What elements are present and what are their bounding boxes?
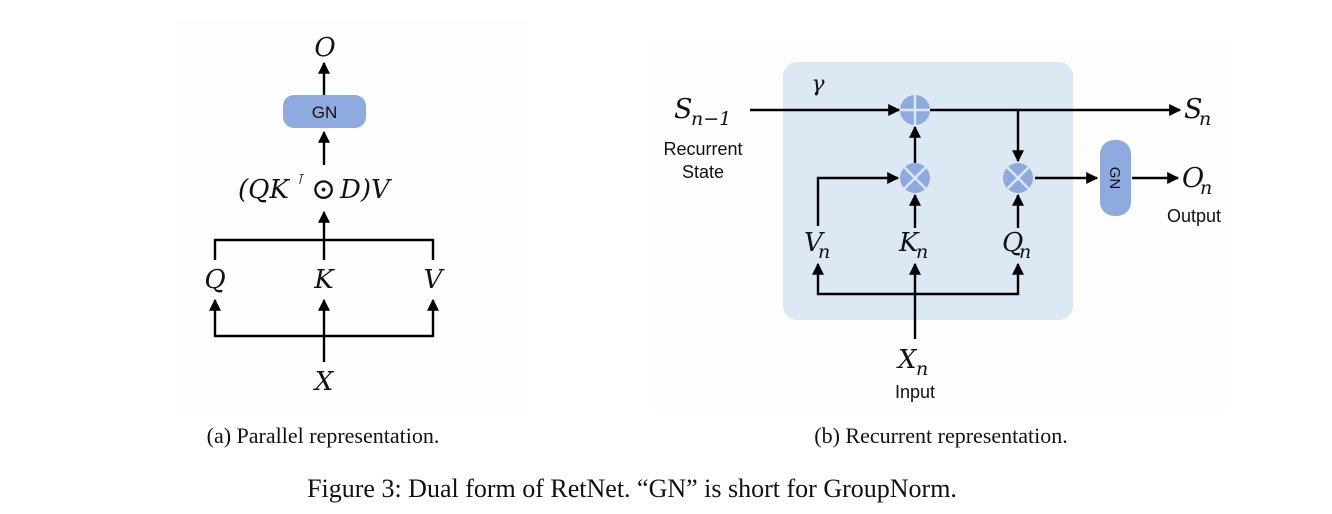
kn-label: K n (898, 228, 928, 263)
svg-text:n: n (1200, 177, 1212, 199)
recurrent-label: Recurrent (663, 139, 742, 159)
times-b (903, 166, 927, 190)
xn-split-bracket (812, 262, 1024, 296)
svg-text:V: V (804, 228, 825, 258)
add-node (900, 95, 930, 125)
groupnorm-label-recurrent: GN (1106, 167, 1123, 190)
panel-a-background (180, 20, 525, 410)
gamma-decay-label: γ (811, 72, 825, 97)
svg-text:X: X (896, 345, 918, 375)
svg-text:O: O (1182, 163, 1204, 194)
v-label: V (424, 265, 445, 295)
svg-text:n: n (916, 241, 928, 263)
q-label: Q (204, 265, 225, 295)
caption-a: (a) Parallel representation. (207, 423, 440, 448)
svg-text:Q: Q (1002, 228, 1023, 258)
formula-left: (QK (238, 175, 290, 205)
x-label: X (313, 367, 335, 397)
svg-text:n: n (1019, 241, 1031, 263)
next-state-label: S n (1184, 94, 1211, 130)
caption-b: (b) Recurrent representation. (814, 423, 1068, 448)
multiply-node-kv (900, 163, 930, 193)
panel-b-recurrent: S n−1 Recurrent State γ S n (655, 40, 1225, 410)
formula-hadamard: ⊙ (311, 172, 336, 207)
recurrent-cell-box (783, 62, 1073, 320)
times-b (1006, 166, 1030, 190)
svg-text:K: K (898, 228, 920, 258)
xn-label: X n (896, 345, 928, 380)
output-on-label: O n (1182, 163, 1212, 199)
multiply-node-q (1003, 163, 1033, 193)
groupnorm-box-recurrent (1100, 140, 1131, 216)
retention-formula: (QK ⊺ ⊙ D)V (238, 172, 392, 207)
vn-label: V n (804, 228, 830, 263)
svg-text:S: S (674, 94, 693, 125)
k-label: K (313, 265, 335, 295)
qn-label: Q n (1002, 228, 1031, 263)
state-label: State (682, 162, 724, 182)
input-label: Input (895, 382, 935, 402)
formula-right: D)V (339, 175, 392, 205)
panel-a-parallel: O GN (QK ⊺ ⊙ D)V Q K V X (180, 20, 525, 410)
output-o-label: O (314, 33, 335, 63)
svg-text:n: n (1199, 108, 1211, 130)
formula-transpose: ⊺ (296, 172, 305, 188)
svg-text:S: S (1184, 94, 1203, 125)
svg-text:n−1: n−1 (691, 108, 731, 130)
prev-state-label: S n−1 (674, 94, 731, 130)
groupnorm-box (283, 95, 366, 128)
svg-text:n: n (818, 241, 830, 263)
arrow-v-to-multiply (816, 172, 900, 226)
groupnorm-label: GN (312, 103, 338, 122)
svg-text:n: n (916, 358, 928, 380)
figure-caption: Figure 3: Dual form of RetNet. “GN” is s… (307, 474, 957, 503)
output-label: Output (1167, 206, 1221, 226)
